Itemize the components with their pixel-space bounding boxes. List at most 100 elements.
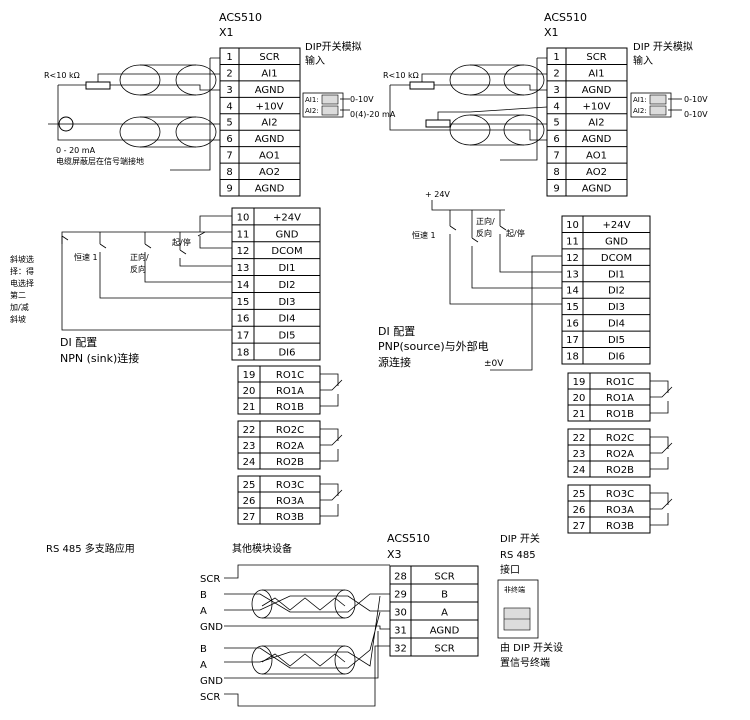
- right-di-terminal-signal: GND: [605, 236, 628, 247]
- right-di-terminal-number: 13: [566, 269, 579, 280]
- right-relay-number: 22: [573, 433, 586, 444]
- left-di-terminal-signal: DI6: [278, 348, 295, 359]
- left-relay-signal: RO1C: [276, 370, 304, 381]
- left-x1-terminal-signal: AI2: [261, 118, 277, 129]
- rs485-title: RS 485 多支路应用: [46, 542, 135, 555]
- left-x1-terminal-number: 8: [226, 167, 232, 178]
- left-di-terminal-number: 12: [237, 246, 250, 257]
- right-potentiometer-2: [425, 119, 451, 128]
- x3-terminal-number: 32: [394, 644, 407, 655]
- left-range1: 0-10V: [350, 95, 374, 104]
- right-dip-ai1-label: AI1:: [633, 96, 647, 104]
- right-relay-number: 21: [573, 409, 586, 420]
- right-dip-ai1-switch: [649, 94, 667, 105]
- right-di-terminal-signal: DI6: [608, 351, 625, 362]
- left-x1-terminal-signal: AGND: [255, 183, 285, 194]
- left-di-terminal-number: 11: [237, 229, 250, 240]
- right-di-terminal-number: 11: [566, 236, 579, 247]
- right-x1-terminal-signal: AGND: [582, 183, 612, 194]
- left-di-terminal-number: 13: [237, 263, 250, 274]
- left-di-terminal-signal: DI5: [278, 331, 295, 342]
- left-resistor-label: R<10 kΩ: [44, 71, 80, 80]
- left-block-label: X1: [219, 26, 234, 39]
- left-x1-terminal-signal: AO1: [259, 151, 280, 162]
- right-x1-terminal-block: [546, 47, 628, 197]
- rs485-non-term: 非终端: [504, 585, 525, 594]
- right-resistor-label: R<10 kΩ: [383, 71, 419, 80]
- left-relay-number: 27: [243, 512, 256, 523]
- right-di-terminal-number: 15: [566, 302, 579, 313]
- right-di-terminal-number: 17: [566, 335, 579, 346]
- left-relay-signal: RO2B: [276, 457, 304, 468]
- left-x1-terminal-number: 2: [226, 68, 232, 79]
- left-relay-number: 23: [243, 441, 256, 452]
- left-di-terminal-signal: DCOM: [271, 246, 302, 257]
- left-dip-switch: [302, 92, 344, 118]
- right-x1-terminal-signal: AO2: [586, 167, 607, 178]
- right-range1: 0-10V: [684, 95, 708, 104]
- right-x1-terminal-number: 6: [553, 134, 559, 145]
- right-di-terminal-number: 10: [566, 220, 579, 231]
- bus2-signal-label: GND: [200, 676, 223, 687]
- right-di-terminal-signal: DI3: [608, 302, 625, 313]
- left-dip-ai2-switch: [321, 105, 339, 116]
- right-x1-terminal-number: 4: [553, 101, 559, 112]
- left-di-terminal-signal: DI3: [278, 297, 295, 308]
- right-di-terminal-signal: DI2: [608, 286, 625, 297]
- right-potentiometer-1: [409, 81, 435, 90]
- x3-device-label: ACS510: [387, 532, 430, 545]
- left-relay-number: 26: [243, 496, 256, 507]
- left-di-terminal-signal: DI4: [278, 314, 295, 325]
- left-di-terminal-signal: +24V: [273, 212, 301, 223]
- left-di-terminal-signal: GND: [276, 229, 299, 240]
- x3-terminal-signal: SCR: [434, 644, 454, 655]
- right-dip-ai2-switch: [649, 105, 667, 116]
- left-relay-number: 21: [243, 402, 256, 413]
- ramp-label-line: 加/减: [10, 302, 29, 312]
- ramp-label-line: 斜坡: [10, 314, 26, 324]
- right-config-3: 源连接: [378, 355, 411, 369]
- right-di-terminal-signal: +24V: [603, 220, 631, 231]
- ramp-label-line: 第二: [10, 290, 26, 300]
- right-fwd-label: 正向/: [476, 216, 495, 226]
- rs485-dip-switch-box: [497, 579, 539, 639]
- rs485-dip-title-3: 接口: [500, 563, 520, 576]
- bus1-signal-label: B: [200, 590, 207, 601]
- x3-terminal-number: 31: [394, 626, 407, 637]
- right-relay-number: 19: [573, 377, 586, 388]
- left-x1-terminal-block: [219, 47, 301, 197]
- right-device-label: ACS510: [544, 11, 587, 24]
- right-block-label: X1: [544, 26, 559, 39]
- left-x1-terminal-signal: AI1: [261, 68, 277, 79]
- x3-terminal-number: 30: [394, 608, 407, 619]
- left-rev-label: 反向: [130, 264, 146, 274]
- right-di-terminal-signal: DI4: [608, 319, 625, 330]
- left-x1-terminal-number: 6: [226, 134, 232, 145]
- bus1-signal-label: A: [200, 606, 207, 617]
- left-x1-terminal-signal: AGND: [255, 85, 285, 96]
- rs485-dip-note-2: 置信号终端: [500, 656, 550, 669]
- left-relay-signal: RO2C: [276, 425, 304, 436]
- right-di-terminal-signal: DI1: [608, 269, 625, 280]
- left-di-terminal-signal: DI1: [278, 263, 295, 274]
- left-x1-terminal-signal: AO2: [259, 167, 280, 178]
- right-dip-ai2-label: AI2:: [633, 107, 647, 115]
- rs485-dip-title-1: DIP 开关: [500, 532, 540, 545]
- bus2-signal-label: B: [200, 644, 207, 655]
- left-di-terminal-block: [231, 207, 321, 361]
- right-relay-signal: RO3C: [606, 489, 634, 500]
- x3-terminal-signal: AGND: [430, 626, 460, 637]
- left-x1-terminal-number: 1: [226, 52, 232, 63]
- right-x1-terminal-number: 2: [553, 68, 559, 79]
- right-x1-terminal-number: 3: [553, 85, 559, 96]
- bus2-signal-label: SCR: [200, 692, 220, 703]
- left-x1-terminal-number: 3: [226, 85, 232, 96]
- left-di-terminal-number: 14: [237, 280, 250, 291]
